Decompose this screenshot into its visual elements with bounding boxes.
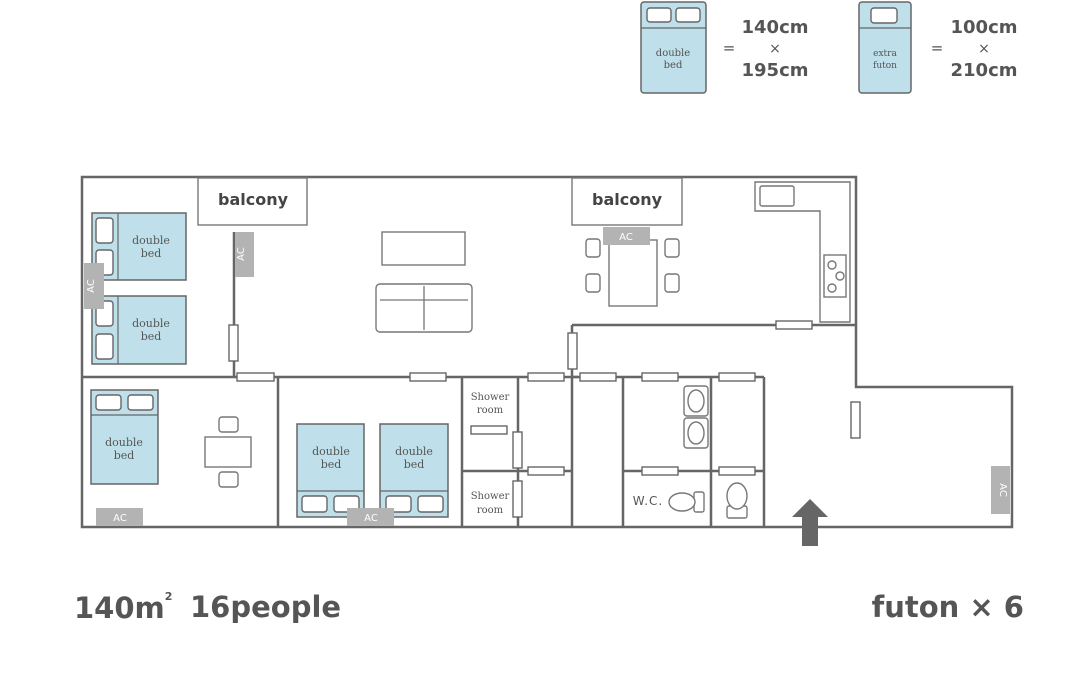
area-value: 140 — [74, 591, 135, 625]
bed-1-label-1: double — [132, 234, 170, 247]
washbasins — [683, 385, 709, 449]
bed-3-label-1: double — [105, 436, 143, 449]
bed-5-label-2: bed — [404, 458, 425, 471]
shower-room-bottom-label-1: Shower — [471, 491, 510, 502]
legend-equals: = — [931, 39, 944, 57]
sink-icon — [759, 185, 795, 207]
area-unit: m — [134, 591, 165, 625]
bed-3-label-2: bed — [114, 449, 135, 462]
legend-times: × — [769, 41, 781, 57]
legend-double-bed-label-1: double — [656, 48, 690, 59]
ac-unit-5: AC — [347, 508, 394, 526]
ac-unit-4: AC — [96, 508, 143, 526]
legend-double-bed-icon — [640, 1, 707, 94]
bed-4-label-1: double — [312, 445, 350, 458]
double-bed-2: double bed — [91, 295, 187, 365]
legend-futon-length: 210cm — [951, 60, 1018, 81]
double-bed-4: double bed — [296, 423, 365, 518]
ac-label: AC — [236, 247, 247, 261]
pillow-icon — [870, 7, 898, 24]
shower-room-top-label-2: room — [477, 405, 504, 416]
pillow-icon — [646, 7, 672, 23]
legend-times: × — [978, 41, 990, 57]
area-text: 140m2 — [74, 590, 172, 625]
bed-2-label-2: bed — [141, 330, 162, 343]
balcony-right-label: balcony — [592, 190, 663, 209]
legend-double-bed-label-2: bed — [664, 60, 683, 71]
legend-futon-icon — [858, 1, 912, 94]
legend-equals: = — [723, 39, 736, 57]
balcony-left: balcony — [197, 177, 308, 226]
small-table — [204, 416, 252, 488]
balcony-right: balcony — [571, 177, 683, 226]
ac-unit-2: AC — [235, 232, 254, 277]
bed-2-label-1: double — [132, 317, 170, 330]
double-bed-1: double bed — [91, 212, 187, 281]
area-unit-sup: 2 — [164, 590, 173, 603]
legend-double-bed-width: 140cm — [742, 17, 809, 38]
ac-unit-6: AC — [991, 466, 1010, 514]
double-bed-3: double bed — [90, 389, 159, 485]
futon-count-text: futon × 6 — [871, 590, 1024, 624]
capacity-text: 16people — [190, 590, 342, 624]
legend-futon-width: 100cm — [951, 17, 1018, 38]
kitchen — [759, 185, 847, 298]
ac-label: AC — [86, 279, 97, 293]
double-bed-5: double bed — [379, 423, 449, 518]
living-room — [375, 231, 680, 333]
ac-label: AC — [364, 513, 378, 524]
bed-4-label-2: bed — [321, 458, 342, 471]
legend-double-bed-length: 195cm — [742, 60, 809, 81]
tv-stand — [381, 231, 466, 266]
ac-label: AC — [113, 513, 127, 524]
legend-double-bed: double bed = 140cm × 195cm — [640, 1, 809, 94]
shower-room-top-label-1: Shower — [471, 392, 510, 403]
toilet-2 — [726, 482, 748, 519]
shower-room-bottom-label-2: room — [477, 505, 504, 516]
dining-table — [608, 239, 658, 307]
legend-futon-label-1: extra — [873, 49, 897, 59]
ac-label: AC — [619, 232, 633, 243]
balcony-left-label: balcony — [218, 190, 289, 209]
entrance-arrow-icon — [792, 499, 828, 546]
legend-futon-label-2: futon — [873, 61, 897, 71]
bed-5-label-1: double — [395, 445, 433, 458]
legend-extra-futon: extra futon = 100cm × 210cm — [858, 1, 1018, 94]
ac-unit-3: AC — [603, 227, 650, 245]
ac-unit-1: AC — [84, 263, 104, 309]
toilet-1 — [668, 491, 705, 513]
pillow-icon — [675, 7, 701, 23]
doors — [228, 320, 861, 518]
wc-label: W.C. — [633, 494, 664, 508]
bed-1-label-2: bed — [141, 247, 162, 260]
ac-label: AC — [997, 483, 1008, 497]
